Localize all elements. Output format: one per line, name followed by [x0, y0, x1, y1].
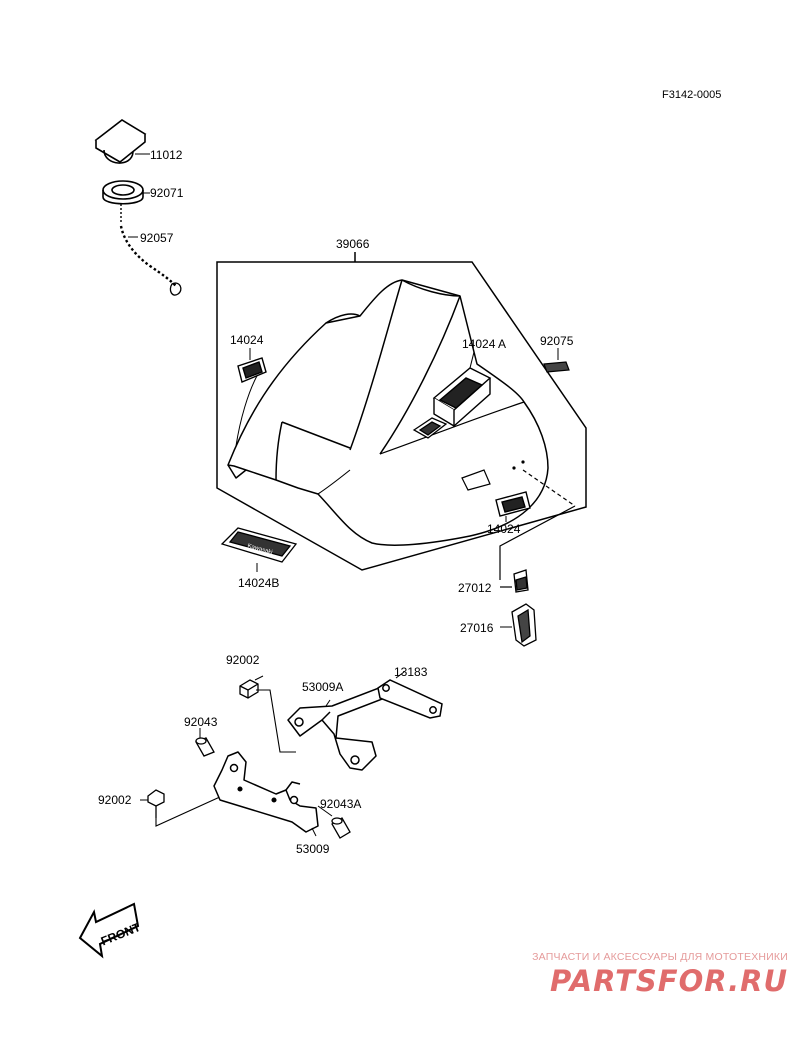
bolt-92002-bottom [140, 789, 165, 818]
emblem-14024B: Kawasaki [220, 527, 298, 572]
part-label-53009: 53009 [296, 842, 330, 856]
filler-grommet [102, 180, 150, 205]
duct-14024-lower [495, 491, 531, 522]
hood-window [461, 469, 491, 491]
hood-recess [412, 417, 448, 439]
part-label-11012: 11012 [150, 148, 183, 162]
duct-14024-left [237, 348, 267, 383]
part-label-14024A: 14024 A [462, 337, 506, 351]
pad-92075 [543, 348, 570, 373]
collar-92043 [195, 728, 215, 757]
part-label-92002-top: 92002 [226, 653, 260, 667]
filler-cap [94, 119, 150, 164]
part-label-14024-left: 14024 [230, 333, 264, 347]
part-label-92043A: 92043A [320, 797, 361, 811]
bracket-53009 [213, 751, 319, 837]
latch-catch-27012 [513, 569, 529, 593]
part-label-13183: 13183 [394, 665, 428, 679]
retaining-chain [119, 204, 182, 296]
part-label-27016: 27016 [460, 621, 494, 635]
bolt-top-leader [256, 689, 296, 753]
front-arrow-icon: FRONT [78, 902, 143, 959]
latch-hook-27016 [500, 603, 537, 647]
part-label-27012: 27012 [458, 581, 492, 595]
part-label-92071: 92071 [150, 186, 184, 200]
latch-link-lines [499, 469, 576, 588]
bolt-bottom-leader [155, 795, 223, 827]
bolt-92002-top [239, 675, 264, 699]
part-label-39066: 39066 [336, 237, 370, 251]
part-label-53009A: 53009A [302, 680, 343, 694]
collar-92043A [317, 805, 351, 839]
diagram-code: F3142-0005 [662, 89, 721, 101]
bracket-53009A [287, 685, 391, 771]
vent-grille-14024A [432, 351, 492, 428]
part-label-14024B: 14024B [238, 576, 279, 590]
part-label-14024-lower: 14024 [487, 522, 521, 536]
watermark-site: PARTSFOR.RU [550, 964, 788, 998]
hood-holes [512, 460, 525, 470]
cover-assembly-boundary [216, 252, 587, 571]
part-label-92057: 92057 [140, 231, 174, 245]
plate-13183 [377, 671, 443, 719]
part-label-92043: 92043 [184, 715, 218, 729]
part-label-92075: 92075 [540, 334, 574, 348]
watermark-tagline: ЗАПЧАСТИ И АКСЕССУАРЫ ДЛЯ МОТОТЕХНИКИ [532, 951, 788, 963]
part-label-92002-bottom: 92002 [98, 793, 132, 807]
